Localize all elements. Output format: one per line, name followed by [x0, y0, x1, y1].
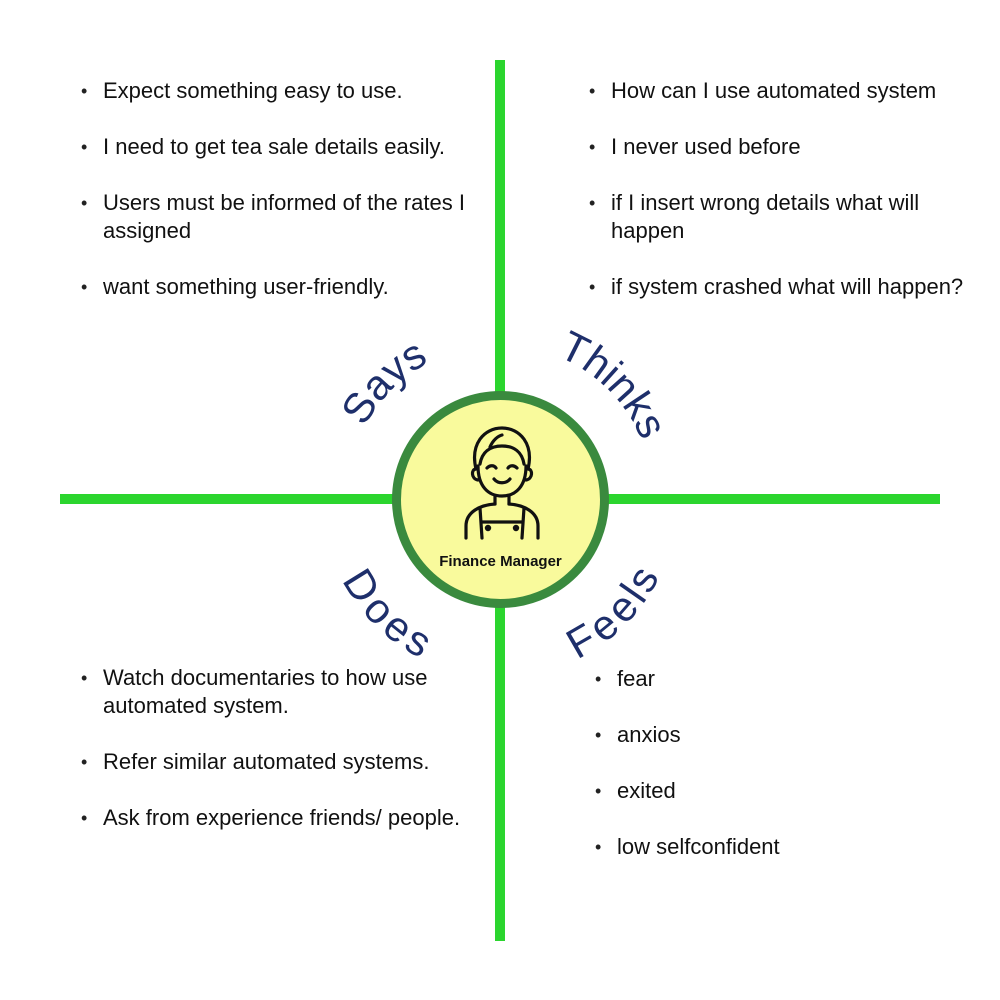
feels-item: exited — [595, 777, 937, 805]
thinks-item: if system crashed what will happen? — [589, 273, 981, 301]
thinks-item: How can I use automated system — [589, 77, 981, 105]
does-list: Watch documentaries to how use automated… — [81, 664, 475, 860]
does-item: Watch documentaries to how use automated… — [81, 664, 475, 720]
says-label-text: Says — [332, 330, 434, 432]
does-item: Refer similar automated systems. — [81, 748, 475, 776]
thinks-label-text: Thinks — [553, 322, 677, 445]
thinks-list: How can I use automated system I never u… — [589, 77, 981, 329]
feels-label-text: Feels — [559, 559, 669, 668]
says-item: I need to get tea sale details easily. — [81, 133, 475, 161]
persona-label: Finance Manager — [439, 553, 562, 570]
thinks-label: Thinks — [553, 322, 677, 445]
feels-label: Feels — [559, 559, 669, 668]
does-label-text: Does — [334, 561, 440, 667]
says-item: Users must be informed of the rates I as… — [81, 189, 475, 245]
does-item: Ask from experience friends/ people. — [81, 804, 475, 832]
feels-item: anxios — [595, 721, 937, 749]
worker-avatar-icon — [464, 426, 540, 540]
feels-item: low selfconfident — [595, 833, 937, 861]
thinks-item: I never used before — [589, 133, 981, 161]
thinks-item: if I insert wrong details what will happ… — [589, 189, 981, 245]
feels-list: fear anxios exited low selfconfident — [595, 665, 937, 889]
says-item: Expect something easy to use. — [81, 77, 475, 105]
feels-item: fear — [595, 665, 937, 693]
says-list: Expect something easy to use. I need to … — [81, 77, 475, 329]
persona-circle: Finance Manager — [392, 391, 609, 608]
says-item: want something user-friendly. — [81, 273, 475, 301]
does-label: Does — [334, 561, 440, 667]
says-label: Says — [332, 330, 434, 432]
